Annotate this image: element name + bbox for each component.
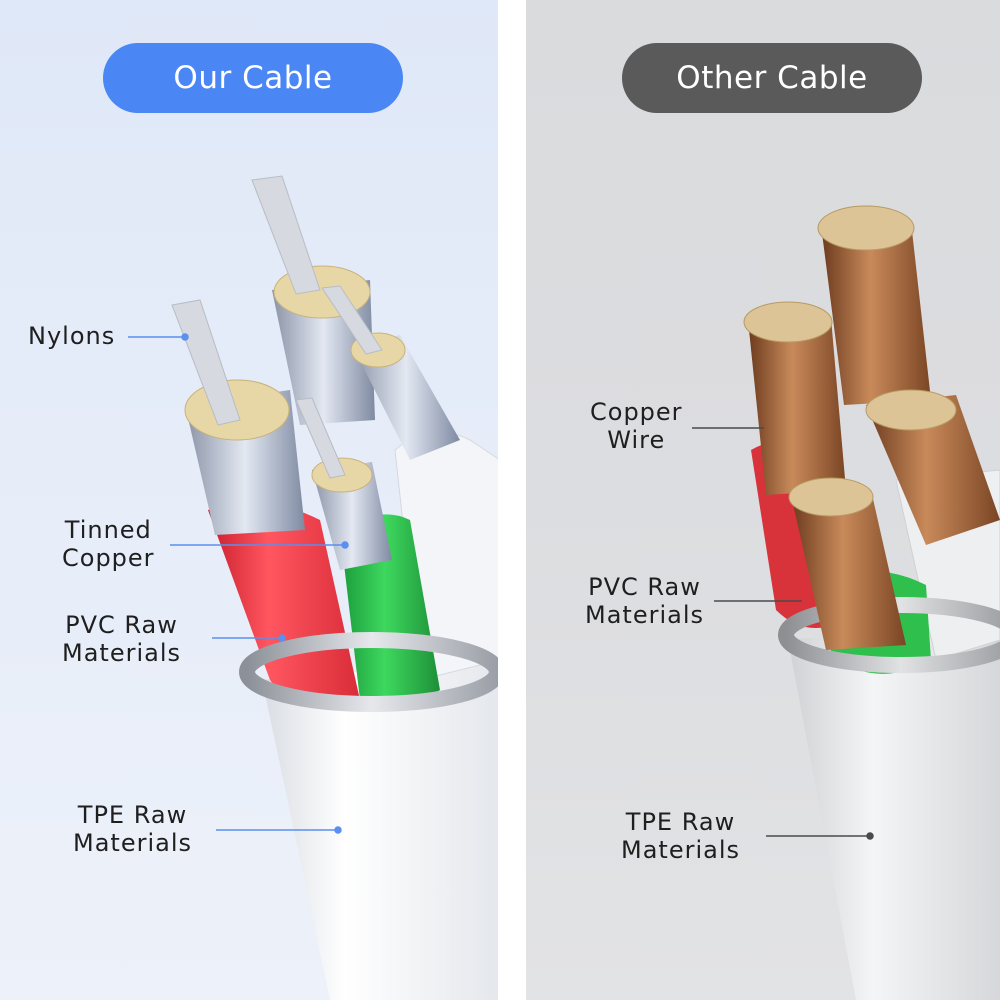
copper-bundle-left [748, 318, 846, 495]
copper-bundle-front [791, 490, 906, 650]
copper-bundle-right [866, 395, 1000, 545]
other-cable-title: Other Cable [622, 43, 922, 113]
our-cable-panel: Our Cable Nylons Tinned Copper PVC Raw M… [0, 0, 498, 1000]
our-cable-title: Our Cable [103, 43, 403, 113]
label-pvc-raw-materials: PVC Raw Materials [585, 573, 705, 629]
our-cable-illustration [128, 175, 498, 1000]
tpe-jacket [788, 620, 1000, 1000]
red-core [208, 502, 360, 707]
other-cable-panel: Other Cable Copper Wire PVC Raw Material… [526, 0, 1000, 1000]
nylon-fiber-top [251, 175, 321, 295]
tpe-jacket [262, 660, 498, 1000]
other-cable-illustration [692, 205, 1000, 1000]
label-copper-wire: Copper Wire [590, 398, 683, 454]
label-nylons: Nylons [28, 322, 116, 350]
panel-divider [498, 0, 526, 1000]
label-tpe-raw-materials: TPE Raw Materials [73, 801, 193, 857]
copper-bundle-top [821, 222, 931, 405]
label-tpe-raw-materials: TPE Raw Materials [621, 808, 741, 864]
label-pvc-raw-materials: PVC Raw Materials [62, 611, 182, 667]
nylon-fiber-mid [295, 397, 346, 479]
label-tinned-copper: Tinned Copper [62, 516, 155, 572]
nylon-fiber-left [171, 299, 241, 426]
metal-ring [778, 597, 1000, 673]
metal-ring [239, 632, 498, 712]
nylon-fiber-right [321, 285, 383, 355]
